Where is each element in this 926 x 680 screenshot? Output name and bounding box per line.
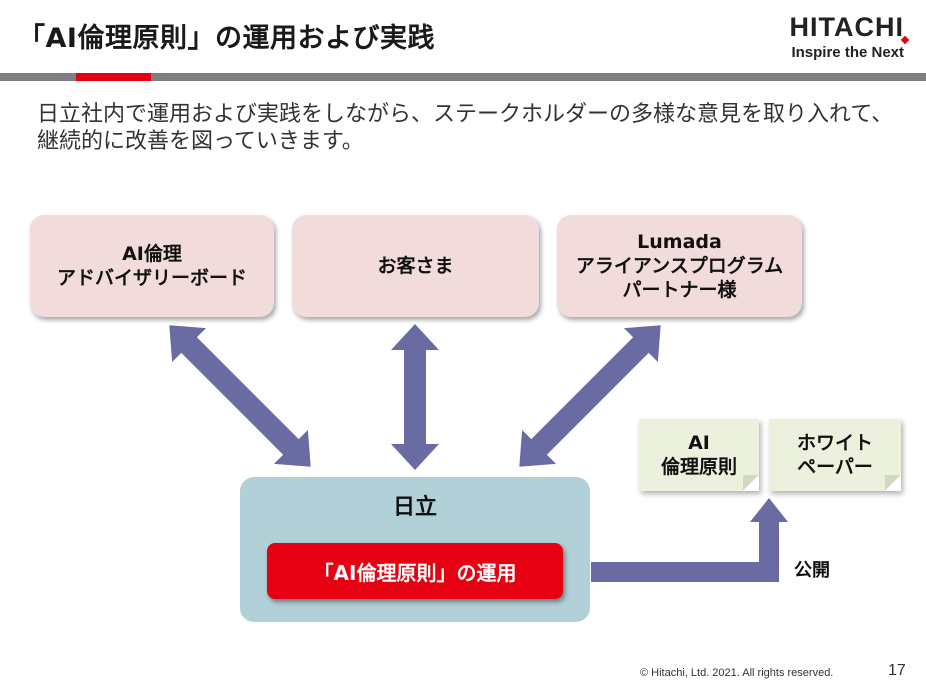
ai-ethics-operation-box: 「AI倫理原則」の運用: [267, 543, 563, 599]
double-arrow-advisory: [169, 325, 311, 467]
page-number: 17: [888, 662, 906, 679]
hitachi-logo: HITACHI Inspire the Next: [789, 12, 910, 61]
slide-title: 「AI倫理原則」の運用および実践: [18, 23, 435, 54]
hitachi-hub: 日立 「AI倫理原則」の運用: [240, 477, 590, 622]
header-rule: [0, 73, 926, 81]
stakeholder-customers: お客さま: [292, 215, 539, 317]
stakeholder-lumada-partners: Lumada アライアンスプログラム パートナー様: [557, 215, 802, 317]
stakeholder-advisory-board: AI倫理 アドバイザリーボード: [30, 215, 274, 317]
hitachi-hub-label: 日立: [392, 495, 437, 520]
double-arrow-partner: [519, 325, 661, 467]
output-white-paper: ホワイト ペーパー: [769, 419, 901, 491]
header-rule-accent: [76, 73, 151, 81]
double-arrow-customer: [391, 324, 439, 470]
publish-arrow: [591, 498, 788, 582]
logo-tagline: Inspire the Next: [790, 35, 910, 61]
publish-label: 公開: [794, 560, 830, 581]
output-ai-principles: AI 倫理原則: [639, 419, 759, 491]
logo-tagline-text: Inspire the Next: [791, 44, 904, 61]
logo-wordmark: HITACHI: [789, 12, 904, 42]
copyright: © Hitachi, Ltd. 2021. All rights reserve…: [640, 667, 834, 679]
intro-text: 日立社内で運用および実践をしながら、ステークホルダーの多様な意見を取り入れて、継…: [37, 102, 894, 154]
